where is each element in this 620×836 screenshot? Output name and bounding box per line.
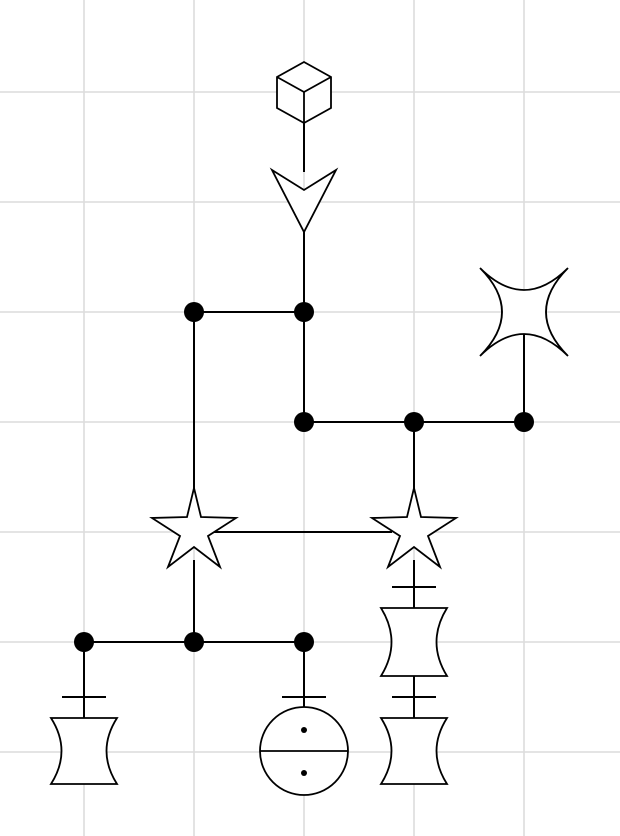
cube-icon — [276, 60, 332, 125]
hourglass-icon — [49, 717, 119, 785]
junction-dot — [404, 412, 424, 432]
junction-dot — [294, 632, 314, 652]
circle-divided-icon — [259, 706, 349, 796]
terminal-ticks — [62, 586, 436, 698]
four-point-star-icon — [479, 267, 569, 357]
junction-dots — [74, 302, 534, 652]
hourglass-icon — [379, 717, 449, 785]
star-icon — [369, 487, 459, 570]
junction-dot — [74, 632, 94, 652]
junction-dot — [294, 302, 314, 322]
junction-dot — [184, 302, 204, 322]
junction-dot — [514, 412, 534, 432]
star-icon — [149, 487, 239, 570]
arrowhead-down-icon — [269, 167, 339, 234]
junction-dot — [184, 632, 204, 652]
junction-dot — [294, 412, 314, 432]
hourglass-icon — [379, 607, 449, 677]
